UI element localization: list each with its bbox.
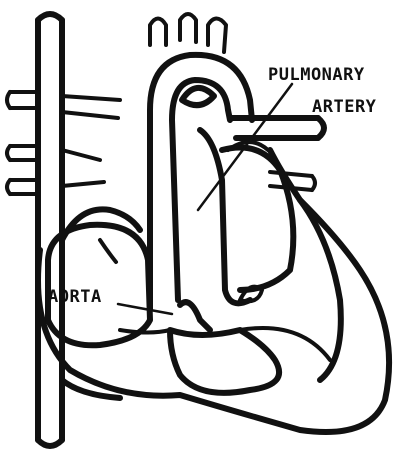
pulmonary-artery-label-line2: ARTERY [312, 97, 377, 117]
vena-cava [38, 14, 62, 446]
aorta-pointer [118, 304, 172, 314]
aorta-label: AORTA [48, 287, 102, 307]
heart-chambers [48, 130, 330, 393]
pulmonary-artery-label-line1: PULMONARY [268, 65, 365, 85]
pulmonary-artery [228, 118, 324, 190]
aortic-arch [150, 14, 252, 310]
